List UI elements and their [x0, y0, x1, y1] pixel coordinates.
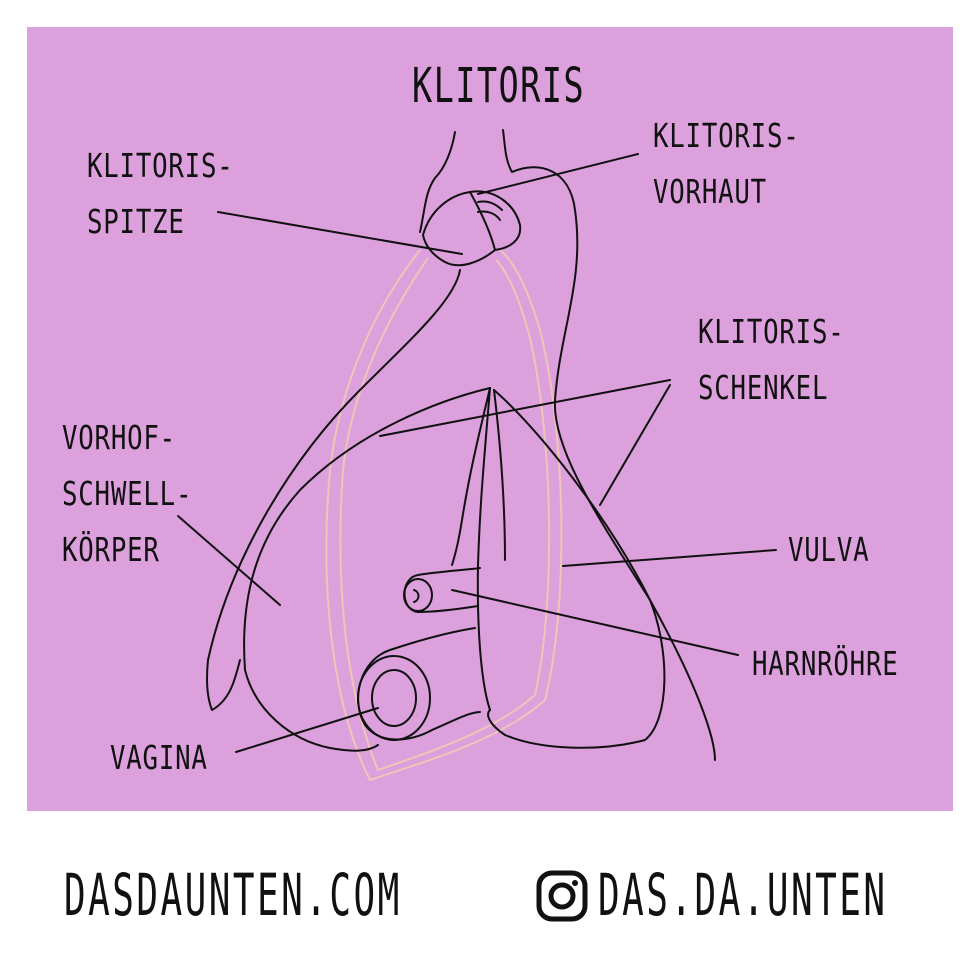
label-klitoris-spitze-line2: SPITZE: [87, 202, 185, 241]
vulva-outline: [325, 249, 563, 782]
label-vorhof-line2: SCHWELL-: [62, 474, 193, 513]
vestibular-bulb-right: [487, 389, 666, 749]
clitoris-glans: [422, 190, 522, 267]
vagina-tube: [357, 627, 481, 741]
label-klitoris-vorhaut-line2: VORHAUT: [653, 172, 767, 211]
label-vagina: VAGINA: [110, 738, 208, 777]
vestibular-bulb-left: [243, 387, 491, 752]
leader-schenkel-left: [379, 379, 671, 437]
label-klitoris-vorhaut-line1: KLITORIS-: [653, 116, 800, 155]
leader-vorhaut: [477, 153, 639, 195]
instagram-icon[interactable]: [536, 870, 588, 922]
label-vulva: VULVA: [788, 530, 870, 569]
diagram-title: KLITORIS: [412, 58, 586, 114]
leader-harnroehre: [451, 589, 739, 656]
footer-website[interactable]: DASDAUNTEN.COM: [64, 861, 402, 929]
label-vorhof-line3: KÖRPER: [62, 530, 160, 569]
label-harnroehre: HARNRÖHRE: [752, 644, 899, 683]
label-vorhof-line1: VORHOF-: [62, 418, 176, 457]
label-klitoris-spitze-line1: KLITORIS-: [87, 146, 234, 185]
clitoris-shaft-right: [502, 129, 716, 761]
label-klitoris-schenkel-line2: SCHENKEL: [698, 368, 829, 407]
footer-instagram-handle[interactable]: DAS.DA.UNTEN: [598, 861, 888, 929]
leader-vulva: [562, 549, 777, 567]
clitoris-shaft-left: [419, 131, 456, 233]
diagram-panel: [27, 27, 953, 811]
leader-vagina: [235, 707, 379, 753]
clitoris-crus-left: [206, 269, 461, 711]
leader-schenkel-right: [599, 384, 671, 506]
leader-schwellkoerper: [177, 515, 281, 606]
label-klitoris-schenkel-line1: KLITORIS-: [698, 312, 845, 351]
leader-spitze: [217, 211, 463, 255]
